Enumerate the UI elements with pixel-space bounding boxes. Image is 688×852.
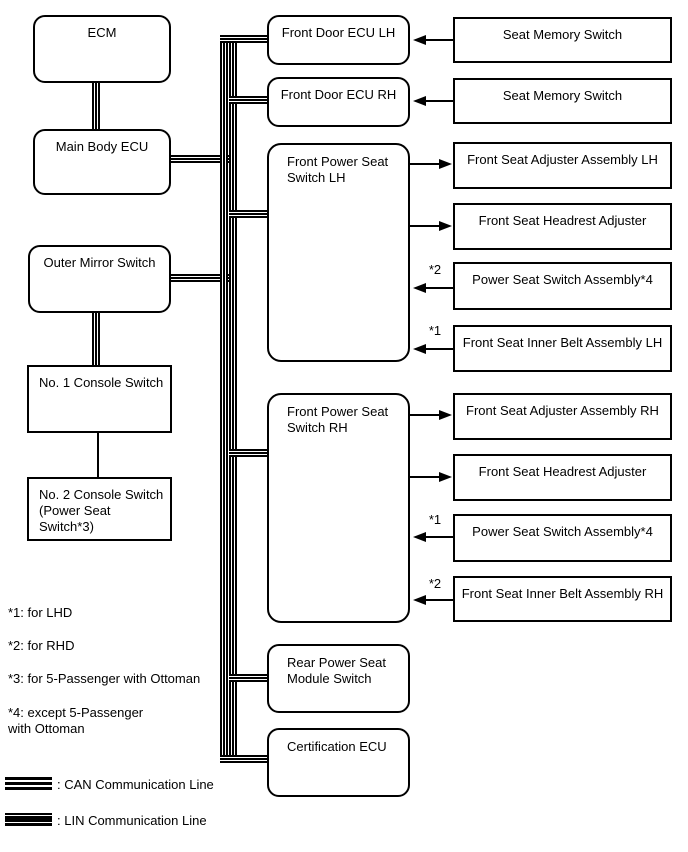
footnote-2: *2: for RHD [8,638,75,653]
can-legend-label: : CAN Communication Line [57,777,214,792]
arrowhead-left-icon [413,96,426,106]
can-line-ecm-to-main-body [92,83,100,129]
arrow-line [424,599,453,601]
bus-trunk-outer [220,35,228,763]
arrowhead-left-icon [413,532,426,542]
can-line-symbol [5,777,52,790]
arrow-line [410,476,440,478]
arrowhead-left-icon [413,283,426,293]
arrowhead-right-icon [439,410,452,420]
certification-ecu-label: Certification ECU [287,739,387,754]
marker-label: *1 [428,323,442,338]
front-power-seat-switch-lh-box: Front Power Seat Switch LH [267,143,410,362]
seat-memory-switch-lh-label: Seat Memory Switch [502,27,623,42]
front-seat-inner-belt-assembly-rh-label: Front Seat Inner Belt Assembly RH [461,586,664,601]
certification-ecu-box: Certification ECU [267,728,410,797]
marker-label: *2 [428,576,442,591]
seat-memory-switch-lh-box: Seat Memory Switch [453,17,672,63]
outer-mirror-switch-label: Outer Mirror Switch [43,255,156,270]
arrow-line [424,100,453,102]
front-door-ecu-lh-label: Front Door ECU LH [281,25,396,40]
arrow-line [410,163,440,165]
power-seat-switch-assembly-lh-label: Power Seat Switch Assembly*4 [472,272,653,287]
front-seat-adjuster-assembly-lh-box: Front Seat Adjuster Assembly LH [453,142,672,189]
power-seat-switch-assembly-rh-label: Power Seat Switch Assembly*4 [472,524,653,539]
arrow-line [410,225,440,227]
branch-front-power-seat-switch-rh [229,449,268,457]
arrowhead-left-icon [413,35,426,45]
arrowhead-right-icon [439,221,452,231]
rear-power-seat-module-switch-box: Rear Power Seat Module Switch [267,644,410,713]
arrowhead-left-icon [413,595,426,605]
front-seat-headrest-adjuster-rh-label: Front Seat Headrest Adjuster [478,464,647,479]
front-power-seat-switch-rh-box: Front Power Seat Switch RH [267,393,410,623]
wire-console1-to-console2 [97,433,99,477]
no2-console-switch-label-line2: (Power Seat Switch*3) [39,503,111,534]
arrowhead-right-icon [439,472,452,482]
no1-console-switch-box: No. 1 Console Switch [27,365,172,433]
front-seat-headrest-adjuster-lh-box: Front Seat Headrest Adjuster [453,203,672,250]
front-power-seat-switch-lh-label: Front Power Seat Switch LH [287,154,389,185]
marker-label: *2 [428,262,442,277]
front-door-ecu-rh-label: Front Door ECU RH [280,87,397,102]
footnote-1: *1: for LHD [8,605,73,620]
arrow-line [424,348,453,350]
arrow-line [410,414,440,416]
ecm-label: ECM [87,25,117,40]
front-power-seat-switch-rh-label: Front Power Seat Switch RH [287,404,389,435]
power-seat-switch-assembly-lh-box: Power Seat Switch Assembly*4 [453,262,672,310]
footnote-3: *3: for 5-Passenger with Ottoman [8,671,201,686]
no1-console-switch-label: No. 1 Console Switch [39,375,164,390]
main-body-ecu-label: Main Body ECU [55,139,149,154]
marker-label: *1 [428,512,442,527]
arrow-line [424,39,453,41]
outer-mirror-switch-box: Outer Mirror Switch [28,245,171,313]
front-door-ecu-lh-box: Front Door ECU LH [267,15,410,65]
front-seat-adjuster-assembly-rh-label: Front Seat Adjuster Assembly RH [466,403,659,418]
arrow-line [424,536,453,538]
front-seat-adjuster-assembly-rh-box: Front Seat Adjuster Assembly RH [453,393,672,440]
branch-front-door-ecu-lh [220,35,268,43]
seat-memory-switch-rh-label: Seat Memory Switch [502,88,623,103]
seat-memory-switch-rh-box: Seat Memory Switch [453,78,672,124]
branch-front-door-ecu-rh [229,96,268,104]
arrow-line [424,287,453,289]
no2-console-switch-box: No. 2 Console Switch (Power Seat Switch*… [27,477,172,541]
front-seat-inner-belt-assembly-lh-label: Front Seat Inner Belt Assembly LH [462,335,663,350]
bus-trunk-inner [229,35,237,759]
branch-front-power-seat-switch-lh [229,210,268,218]
ecm-box: ECM [33,15,171,83]
power-seat-switch-assembly-rh-box: Power Seat Switch Assembly*4 [453,514,672,562]
footnote-4: *4: except 5-Passenger with Ottoman [8,705,144,736]
rear-power-seat-module-switch-label: Rear Power Seat Module Switch [287,655,386,686]
arrowhead-right-icon [439,159,452,169]
front-seat-headrest-adjuster-lh-label: Front Seat Headrest Adjuster [478,213,647,228]
front-door-ecu-rh-box: Front Door ECU RH [267,77,410,127]
lin-line-main-body-to-bus [171,155,237,163]
front-seat-adjuster-assembly-lh-label: Front Seat Adjuster Assembly LH [467,152,658,167]
lin-line-mirror-to-console1 [92,313,100,365]
main-body-ecu-box: Main Body ECU [33,129,171,195]
front-seat-inner-belt-assembly-rh-box: Front Seat Inner Belt Assembly RH [453,576,672,622]
lin-legend-label: : LIN Communication Line [57,813,207,828]
arrowhead-left-icon [413,344,426,354]
no2-console-switch-label-line1: No. 2 Console Switch [39,487,164,502]
branch-rear-power-seat-module-switch [229,674,268,682]
front-seat-inner-belt-assembly-lh-box: Front Seat Inner Belt Assembly LH [453,325,672,372]
lin-line-mirror-to-bus [171,274,237,282]
front-seat-headrest-adjuster-rh-box: Front Seat Headrest Adjuster [453,454,672,501]
lin-line-symbol [5,813,52,826]
branch-certification-ecu [220,755,268,763]
